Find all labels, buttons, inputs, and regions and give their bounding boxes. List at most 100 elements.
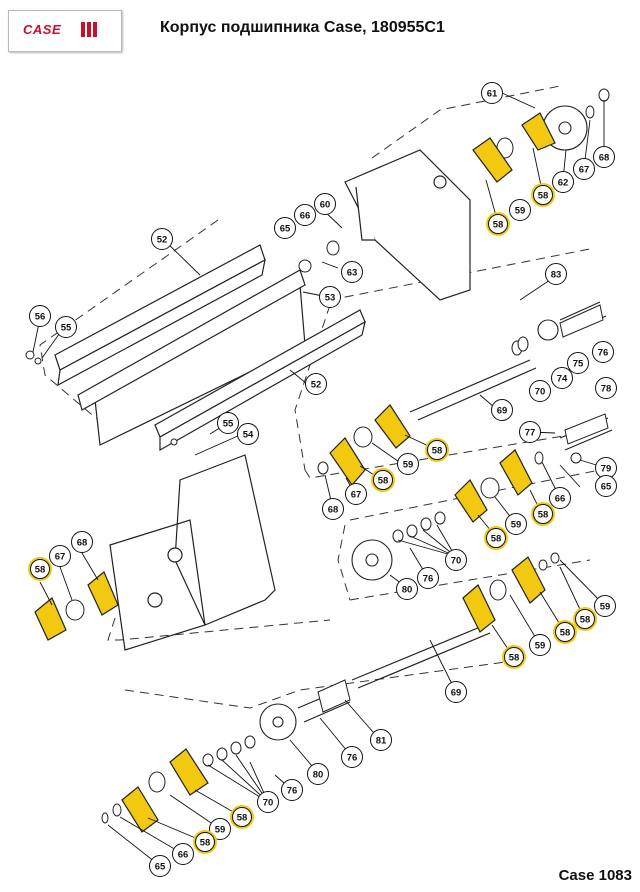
callout-number: 66 [555,493,566,504]
callout-number: 59 [535,640,546,651]
part-callout-80: 80 [307,763,329,785]
callout-circle [552,171,574,193]
part-callout-59: 59 [509,199,531,221]
part-callout-76: 76 [417,567,439,589]
callout-circle [504,647,524,667]
callout-circle [397,453,419,475]
part-callout-58: 58 [531,502,555,526]
bearing-housing [87,571,119,616]
callout-circle [29,305,51,327]
callout-circle [30,559,50,579]
callout-circle [481,82,503,104]
callout-circle [486,528,506,548]
callout-number: 54 [243,429,254,440]
callout-circle [172,843,194,865]
callout-number: 59 [215,824,226,835]
part-callout-70: 70 [529,380,551,402]
mounting-plates [109,149,471,651]
callout-circle [488,214,508,234]
callout-number: 68 [328,504,339,515]
callout-number: 76 [423,573,434,584]
leader-lines [32,92,607,867]
callout-circle [49,545,71,567]
callout-number: 70 [451,555,462,566]
callout-number: 55 [223,418,234,429]
callout-circle [595,475,617,497]
callout-number: 83 [551,269,562,280]
part-callout-76: 76 [341,746,363,768]
part-callout-62: 62 [552,171,574,193]
part-callout-81: 81 [370,729,392,751]
callout-number: 67 [579,164,590,175]
bearing-housing [454,479,488,523]
callout-circle [305,373,327,395]
callout-number: 77 [525,427,536,438]
callout-circle [427,440,447,460]
callout-circle [217,412,239,434]
callout-number: 66 [178,849,189,860]
callout-number: 65 [601,481,612,492]
ih-stripes-icon [81,22,97,37]
part-callout-58: 58 [573,607,597,631]
bearing-housing [374,404,411,449]
part-callout-66: 66 [294,204,316,226]
callout-circle [593,146,615,168]
callout-circle [314,193,336,215]
callout-number: 70 [535,386,546,397]
part-callout-55: 55 [55,316,77,338]
part-callout-65: 65 [595,475,617,497]
part-callout-69: 69 [445,681,467,703]
callout-number: 52 [311,379,322,390]
callout-number: 67 [55,551,66,562]
part-callout-53: 53 [319,286,341,308]
callout-circle [71,531,93,553]
part-callout-58: 58 [553,620,577,644]
part-callout-67: 67 [573,158,595,180]
part-callout-59: 59 [594,595,616,617]
part-callout-75: 75 [567,352,589,374]
callout-number: 70 [263,797,274,808]
mount-hole [167,547,183,563]
callout-number: 58 [538,190,549,201]
callout-number: 68 [77,537,88,548]
callout-number: 74 [557,373,568,384]
callout-circle [555,622,575,642]
callout-circle [149,855,171,877]
callout-number: 65 [280,223,291,234]
callout-circle [55,316,77,338]
part-callout-58: 58 [484,526,508,550]
bearing-housing [511,556,546,604]
part-callout-59: 59 [505,513,527,535]
callout-circle [592,341,614,363]
callout-number: 62 [558,177,569,188]
callout-number: 79 [601,463,612,474]
part-callout-58: 58 [531,183,555,207]
callout-number: 69 [451,687,462,698]
part-callout-80: 80 [396,578,418,600]
part-callout-59: 59 [209,818,231,840]
callout-number: 80 [402,584,413,595]
callout-number: 58 [491,533,502,544]
callout-number: 67 [351,489,362,500]
callout-number: 59 [511,519,522,530]
mount-hole [433,175,447,189]
part-callout-68: 68 [71,531,93,553]
callout-number: 58 [538,509,549,520]
part-callout-78: 78 [595,377,617,399]
callout-number: 58 [378,475,389,486]
callout-circle [237,423,259,445]
part-callout-61: 61 [481,82,503,104]
callout-circle [594,595,616,617]
callout-circle [529,634,551,656]
part-callout-56: 56 [29,305,51,327]
part-callout-76: 76 [592,341,614,363]
callout-number: 58 [509,652,520,663]
callout-number: 75 [573,358,584,369]
part-callout-83: 83 [545,263,567,285]
part-callout-70: 70 [257,791,279,813]
callout-circle [370,729,392,751]
callout-number: 58 [35,564,46,575]
callout-circle [509,199,531,221]
callout-circle [319,286,341,308]
